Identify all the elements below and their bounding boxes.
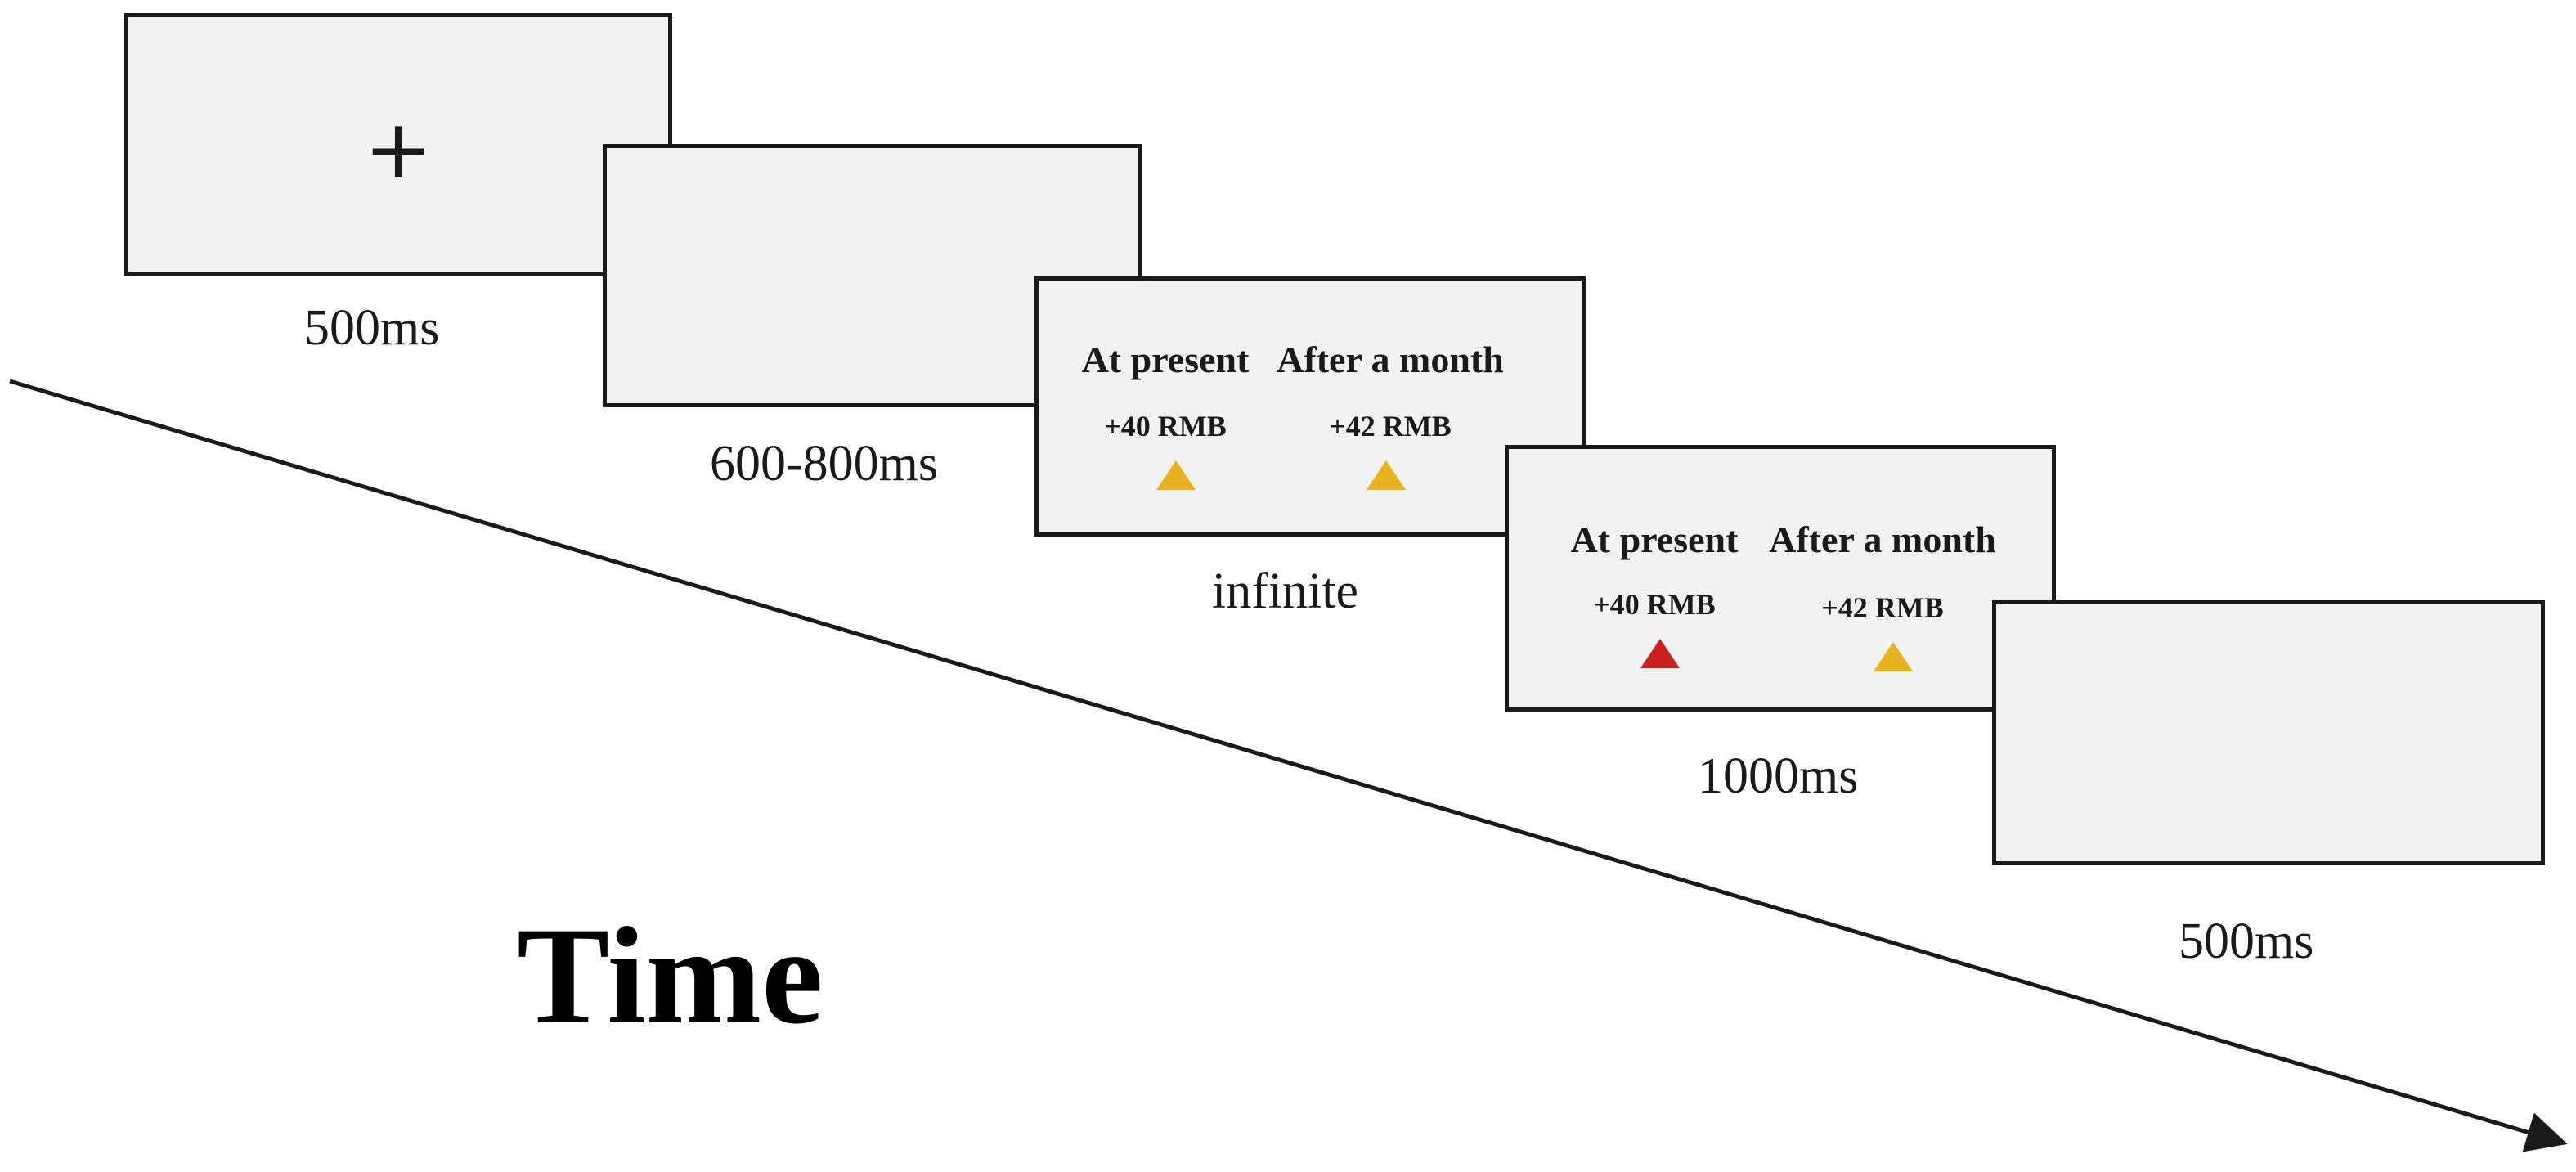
- option-label-month: After a month: [1277, 339, 1504, 380]
- fixation-cross: +: [364, 101, 433, 198]
- duration-feedback: 1000ms: [1698, 748, 1859, 804]
- option-amount-present: +40 RMB: [1104, 410, 1227, 442]
- duration-choice: infinite: [1212, 564, 1359, 619]
- duration-fixation: 500ms: [304, 300, 440, 356]
- duration-blank-end: 500ms: [2179, 914, 2314, 969]
- feedback-label-month: After a month: [1769, 519, 1996, 560]
- screen-blank-end: [1992, 600, 2545, 865]
- feedback-marker-present-triangle-icon: [1640, 639, 1680, 668]
- feedback-amount-month: +42 RMB: [1821, 591, 1944, 624]
- feedback-marker-month-triangle-icon: [1874, 642, 1913, 671]
- time-label: Time: [517, 899, 824, 1053]
- screen-fixation: +: [124, 13, 672, 276]
- screen-feedback: At present After a month +40 RMB +42 RMB: [1505, 445, 2056, 712]
- option-label-present: At present: [1081, 339, 1250, 380]
- duration-blank: 600-800ms: [710, 436, 938, 492]
- option-amount-month: +42 RMB: [1329, 410, 1452, 442]
- option-marker-month-triangle-icon: [1367, 460, 1406, 490]
- screen-choice: At present After a month +40 RMB +42 RMB: [1034, 276, 1586, 537]
- option-marker-present-triangle-icon: [1156, 460, 1196, 490]
- feedback-amount-present: +40 RMB: [1593, 588, 1716, 621]
- feedback-label-present: At present: [1570, 519, 1739, 560]
- time-axis-arrow: [9, 379, 2568, 1152]
